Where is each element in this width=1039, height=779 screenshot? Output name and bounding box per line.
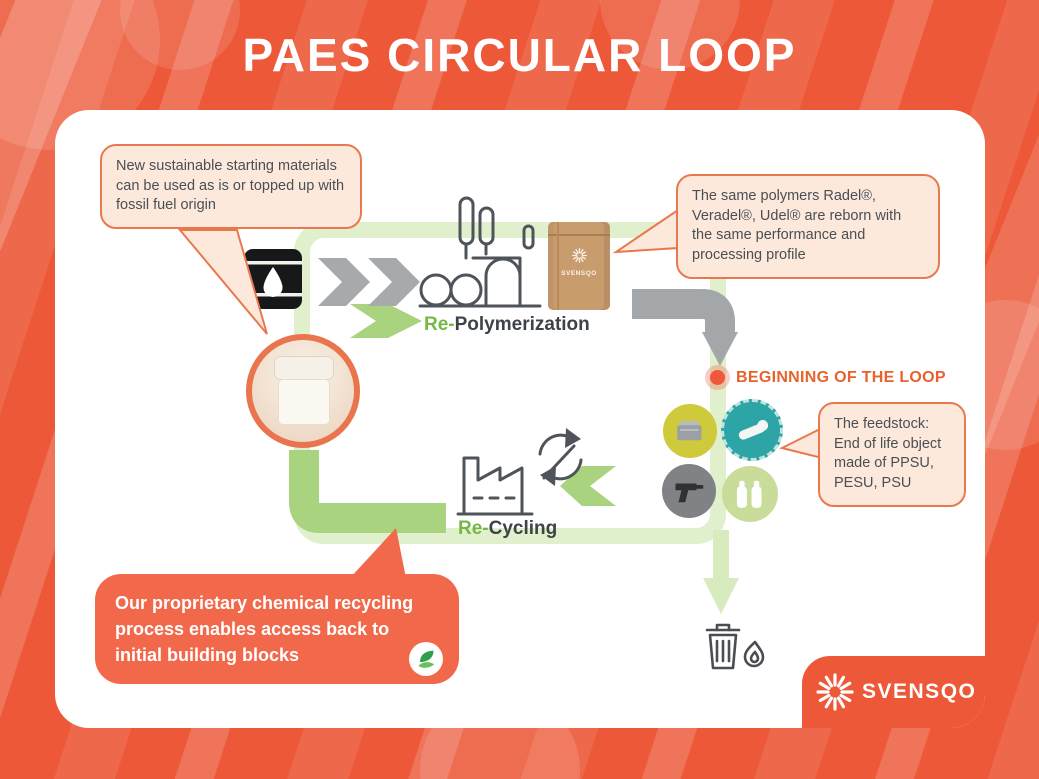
feedstock-bottles-photo <box>722 466 778 522</box>
callout-tail <box>612 208 679 254</box>
cta-tail <box>350 528 406 578</box>
package-flap-line <box>548 234 610 236</box>
callout-chemical-recycling: Our proprietary chemical recycling proce… <box>95 574 459 685</box>
repolymerization-label: Re-Polymerization <box>424 314 590 336</box>
medical-implant-icon <box>738 420 769 440</box>
page-title: PAES CIRCULAR LOOP <box>242 29 797 81</box>
brand-logo: SVENSQO <box>802 656 985 728</box>
jar-body <box>278 379 330 425</box>
callout-tail <box>177 229 268 335</box>
repolymerization-name: Polymerization <box>454 314 590 335</box>
trash-incineration-icon <box>705 623 765 670</box>
sterilization-tray-icon <box>677 421 702 441</box>
chemical-recycling-text: Our proprietary chemical recycling proce… <box>115 593 414 666</box>
polymerization-plant-icon <box>418 196 542 308</box>
callout-feedstock: The feedstock: End of life object made o… <box>818 402 966 507</box>
recycled-material-jar-photo <box>246 334 360 448</box>
green-chevron-left-icon <box>560 466 616 506</box>
callout-reborn-polymers: The same polymers Radel®, Veradel®, Udel… <box>676 174 940 279</box>
leaf-icon <box>418 651 435 669</box>
starburst-icon <box>571 248 587 263</box>
recycling-name: Cycling <box>488 518 558 539</box>
recycling-prefix: Re- <box>458 518 489 539</box>
down-arrow-to-disposal <box>703 530 739 614</box>
gray-chevrons-right-icon <box>318 258 420 306</box>
feedstock-implant-photo <box>721 399 783 461</box>
polymer-package: SVENSQO <box>548 222 610 310</box>
loop-arrow-up-left <box>289 450 446 533</box>
gray-elbow-arrow <box>632 289 738 366</box>
loop-start-dot <box>710 370 725 385</box>
feedstock-tray-photo <box>663 404 717 458</box>
leaf-chip <box>409 642 443 677</box>
jar-lid <box>274 356 334 380</box>
package-crease-line <box>557 222 559 310</box>
recycling-label: Re-Cycling <box>458 518 557 540</box>
beginning-of-loop-label: BEGINNING OF THE LOOP <box>736 369 946 386</box>
brand-logo-text: SVENSQO <box>862 680 977 703</box>
package-brand: SVENSQO <box>548 248 610 277</box>
starburst-icon <box>816 673 854 711</box>
oil-barrel-icon <box>244 249 302 309</box>
feedstock-drill-photo <box>662 464 716 518</box>
green-chevron-right-icon <box>350 304 422 338</box>
repolymerization-prefix: Re- <box>424 314 455 335</box>
baby-bottles-icon <box>736 480 762 508</box>
callout-starting-materials: New sustainable starting materials can b… <box>100 144 362 230</box>
package-brand-text: SVENSQO <box>561 270 597 277</box>
drill-tool-icon <box>675 483 704 503</box>
recycling-plant-icon <box>456 428 583 516</box>
